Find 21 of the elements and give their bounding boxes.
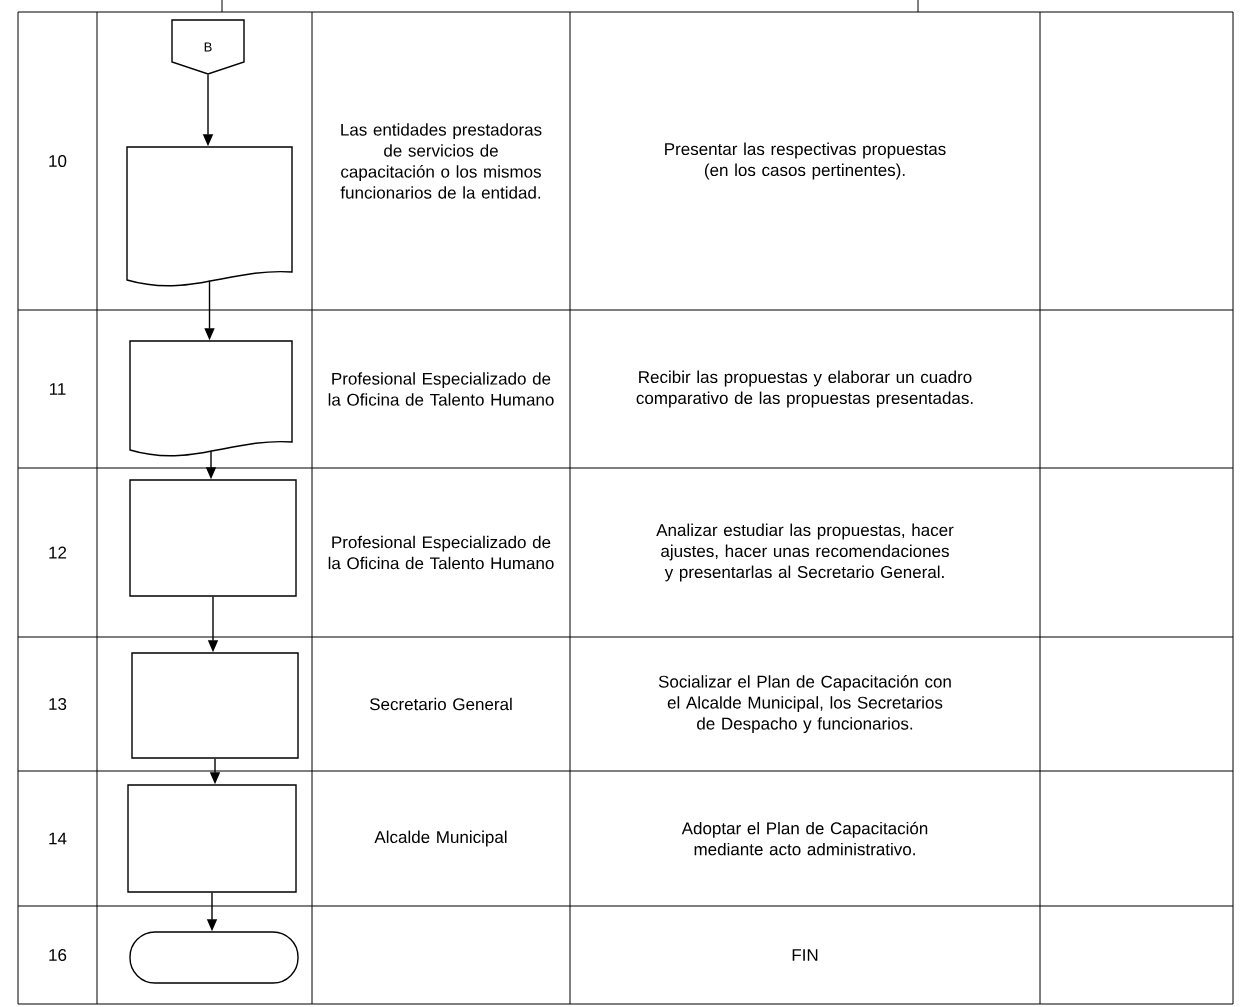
activity-text: Recibir las propuestas y elaborar un cuadro comparativo de las propuestas presentadas. [636, 370, 973, 408]
row-number: 13 [49, 698, 67, 711]
activity-text: Socializar el Plan de Capacitación con el Alcalde Municipal, los Secretarios de Despacho y funcionarios. [658, 675, 951, 734]
process-box [129, 479, 297, 597]
row-number: 16 [49, 949, 67, 962]
row-number: 14 [49, 832, 67, 845]
document-shape [129, 340, 293, 457]
row-number: 10 [49, 155, 67, 168]
process-box [127, 784, 297, 893]
row-number: 11 [50, 383, 66, 395]
responsible-text: Alcalde Municipal [374, 830, 507, 847]
document-shape [126, 146, 293, 287]
activity-text: Adoptar el Plan de Capacitación mediante acto administrativo. [681, 821, 928, 856]
off-page-connector: B [171, 19, 245, 75]
activity-text: Presentar las respectivas propuestas (en los casos pertinentes). [665, 142, 946, 180]
row-number: 12 [49, 546, 67, 559]
activity-text: Analizar estudiar las propuestas, hacer ajustes, hacer unas recomendaciones y presentarlas al Secretario General. [656, 523, 954, 582]
end-text: FIN [792, 949, 818, 961]
terminal-shape [129, 931, 299, 984]
responsible-text: Secretario General [369, 697, 512, 711]
process-box [131, 652, 299, 759]
